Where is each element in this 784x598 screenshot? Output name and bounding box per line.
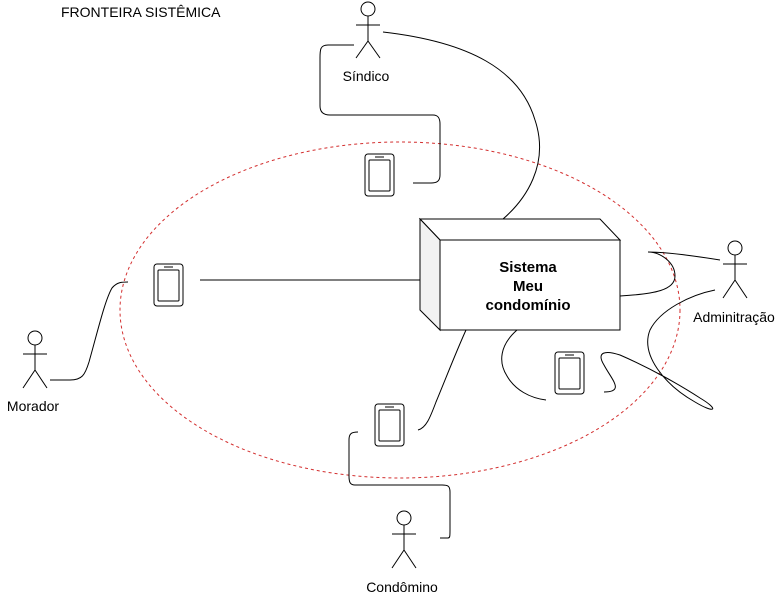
administracao-system-connector [619, 251, 721, 297]
boundary-title: FRONTEIRA SISTÊMICA [61, 4, 221, 20]
system-box: Sistema Meu condomínio [418, 217, 622, 332]
connections [50, 31, 721, 539]
system-phone-connector [501, 329, 547, 401]
actor-administracao: Adminitração [693, 240, 775, 325]
stick-figure-icon [391, 510, 417, 569]
system-boundary-ellipse [119, 141, 681, 479]
sindico-phone-connector [319, 44, 441, 184]
system-name-line-2: Meu [513, 278, 543, 295]
stick-figure-icon [722, 240, 748, 299]
actor-label-morador: Morador [7, 398, 59, 414]
actor-label-administracao: Adminitração [693, 309, 775, 325]
condomino-phone-connector [348, 431, 451, 539]
phone-icon-sindico [364, 153, 395, 197]
system-name-line-1: Sistema [499, 259, 557, 276]
actor-label-sindico: Síndico [343, 68, 390, 84]
actor-condomino: Condômino [366, 510, 438, 595]
administracao-phone-connector [600, 289, 716, 410]
sindico-system-connector [382, 31, 540, 220]
phone-icon-condomino [374, 403, 405, 447]
actor-label-condomino: Condômino [366, 579, 438, 595]
system-box-front [439, 239, 621, 331]
stick-figure-icon [22, 330, 48, 389]
system-name-line-3: condomínio [486, 297, 571, 314]
phone-icon-morador [153, 263, 184, 307]
stick-figure-icon [355, 1, 381, 59]
actor-sindico: Síndico [343, 1, 390, 84]
actor-morador: Morador [7, 330, 59, 414]
system-box-top [418, 218, 622, 241]
morador-phone-connector [50, 281, 129, 381]
phone-icon-administracao [554, 351, 585, 395]
condomino-system-connector [417, 329, 467, 431]
